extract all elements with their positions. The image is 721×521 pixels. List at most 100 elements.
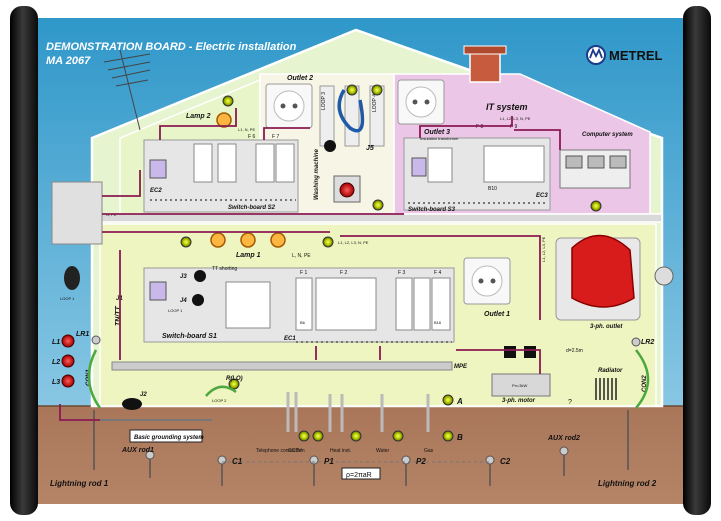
f8-label: F 8 [476, 124, 483, 130]
j5-jack-top[interactable] [346, 84, 358, 96]
rlo-jack[interactable] [228, 378, 240, 390]
p2-label: P2 [416, 457, 426, 466]
lamp-2-icon [216, 112, 232, 128]
ec1-label: EC1 [284, 336, 296, 342]
aux-rod1-jack[interactable] [145, 450, 155, 460]
p2-jack[interactable] [401, 455, 411, 465]
cctv-label: CCTV [288, 448, 302, 454]
lr2-label: LR2 [641, 339, 654, 346]
switchboard-s1-label: Switch-board S1 [162, 333, 217, 340]
f9-label: F 9 [510, 124, 517, 130]
l2-label: L2 [52, 359, 60, 366]
entry-terminal-panel [51, 181, 103, 245]
unknown-label: ? [568, 399, 572, 406]
computer-system-label: Computer system [582, 132, 633, 138]
ground-soil [34, 406, 688, 504]
lamp-1-bulb-c [270, 232, 286, 248]
three-phase-outlet-label: 3-ph. outlet [590, 324, 623, 330]
aux-socket[interactable] [654, 266, 674, 286]
lightning-rod-1-label: Lightning rod 1 [50, 479, 109, 488]
s2-feed-label: L1, N, PE [238, 127, 255, 132]
j2-plug[interactable] [122, 398, 142, 410]
b10-label: B10 [488, 186, 497, 192]
lightning-rod-2-label: Lightning rod 2 [598, 479, 657, 488]
outlet-1-label: Outlet 1 [484, 311, 510, 318]
brand-name: METREL [609, 48, 663, 63]
j5-jack-right[interactable] [371, 84, 383, 96]
lamp-1-bulb-a [210, 232, 226, 248]
outlet-3-label: Outlet 3 [424, 129, 450, 136]
j4-label: J4 [180, 298, 187, 304]
b-label: B [457, 433, 463, 442]
lamp-2-test-jack[interactable] [222, 95, 234, 107]
washing-machine-jack[interactable] [372, 199, 384, 211]
telephone-label: Telephone connection [256, 448, 305, 454]
l2-jack[interactable] [61, 354, 75, 368]
c1-jack[interactable] [217, 455, 227, 465]
formula-label: ρ=2πaR [346, 472, 372, 479]
three-phase-feed-label: L1, L2, L3, PE [541, 236, 546, 262]
f7-label: F 7 [272, 134, 279, 140]
j3-plug[interactable] [194, 270, 206, 282]
con1-green-cable[interactable] [87, 349, 102, 409]
telephone-jack[interactable] [312, 430, 324, 442]
formula-box [341, 467, 381, 480]
j4-plug[interactable] [192, 294, 204, 306]
gas-label: Gas [424, 448, 434, 454]
b-jack[interactable] [442, 430, 454, 442]
loop-1-label: LOOP 1 [168, 308, 183, 313]
aux-rod1-label: AUX rod1 [121, 447, 154, 454]
radiator-icon [595, 378, 617, 400]
p1-jack[interactable] [309, 455, 319, 465]
insulation-transformer-label: Insulation transformer [420, 136, 459, 141]
motor-switch[interactable] [504, 346, 516, 358]
loop-2-cable[interactable] [205, 385, 237, 397]
lr2-jack[interactable] [631, 337, 641, 347]
l1-jack[interactable] [61, 334, 75, 348]
con2-green-cable[interactable] [635, 349, 650, 409]
s1-feed-label: L1, L2, L3, N, PE [338, 240, 369, 245]
main-plug[interactable] [64, 266, 80, 290]
l3-jack[interactable] [61, 374, 75, 388]
j5-black-plug[interactable] [324, 140, 336, 152]
a-jack[interactable] [442, 394, 454, 406]
heat-jack[interactable] [350, 430, 362, 442]
j5-blue-cable[interactable] [337, 89, 365, 133]
water-jack[interactable] [392, 430, 404, 442]
f3-label: F 3 [398, 270, 405, 276]
motor-icon [491, 373, 551, 397]
s3-feed-label: L1, L2, L3, N, PE [500, 116, 531, 121]
lr1-jack[interactable] [91, 335, 101, 345]
f2-label: F 2 [340, 270, 347, 276]
lamp-1-jack-right[interactable] [322, 236, 334, 248]
l3-label: L3 [52, 379, 60, 386]
loop-2-label: LOOP 2 [212, 398, 227, 403]
it-system-label: IT system [486, 102, 528, 112]
basic-grounding-box [129, 429, 203, 443]
metrel-logo: METREL [586, 45, 663, 65]
water-label: Water [376, 448, 389, 454]
aux-rod2-label: AUX rod2 [547, 435, 580, 442]
rlo-label: R(LO) [226, 376, 243, 382]
cctv-jack[interactable] [298, 430, 310, 442]
c2-jack[interactable] [485, 455, 495, 465]
ec2-label: EC2 [150, 188, 162, 194]
loop-4-label: LOOP 4 [372, 94, 378, 112]
lamp-1-jack[interactable] [180, 236, 192, 248]
washing-machine-label: Washing machine [314, 148, 320, 200]
board-model: MA 2067 [46, 55, 91, 67]
radiator-label: Radiator [598, 368, 623, 374]
lamp-1-bulb-b [240, 232, 256, 248]
j3-label: J3 [180, 274, 187, 280]
lamp-2-label: Lamp 2 [186, 113, 211, 120]
motor-switch-b[interactable] [524, 346, 536, 358]
b6-label: B6 [300, 320, 306, 325]
left-roller [10, 6, 38, 515]
switchboard-s2-label: Switch-board S2 [228, 205, 276, 211]
chimney [469, 51, 501, 83]
ec3-label: EC3 [536, 193, 548, 199]
con2-label: CON2 [642, 375, 648, 392]
s3-jack[interactable] [590, 200, 602, 212]
aux-rod2-jack[interactable] [559, 446, 569, 456]
j5-label: J5 [366, 145, 374, 152]
